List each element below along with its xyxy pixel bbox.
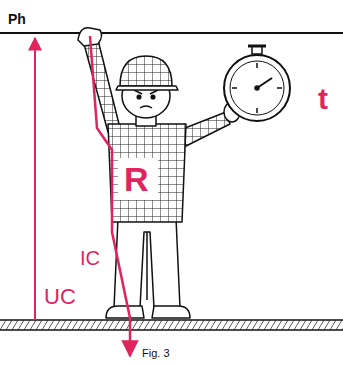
ground [0, 320, 343, 330]
wire-label: Ph [8, 12, 26, 26]
man-figure [78, 28, 240, 318]
current-label: IC [80, 248, 100, 268]
voltage-arrow [34, 38, 36, 320]
figure-caption: Fig. 3 [142, 348, 170, 359]
phase-wire [0, 32, 343, 34]
resistance-label: R [124, 162, 149, 196]
time-label: t [318, 84, 328, 114]
current-path [90, 36, 130, 356]
voltage-label: UC [44, 286, 76, 308]
stopwatch [224, 46, 290, 121]
